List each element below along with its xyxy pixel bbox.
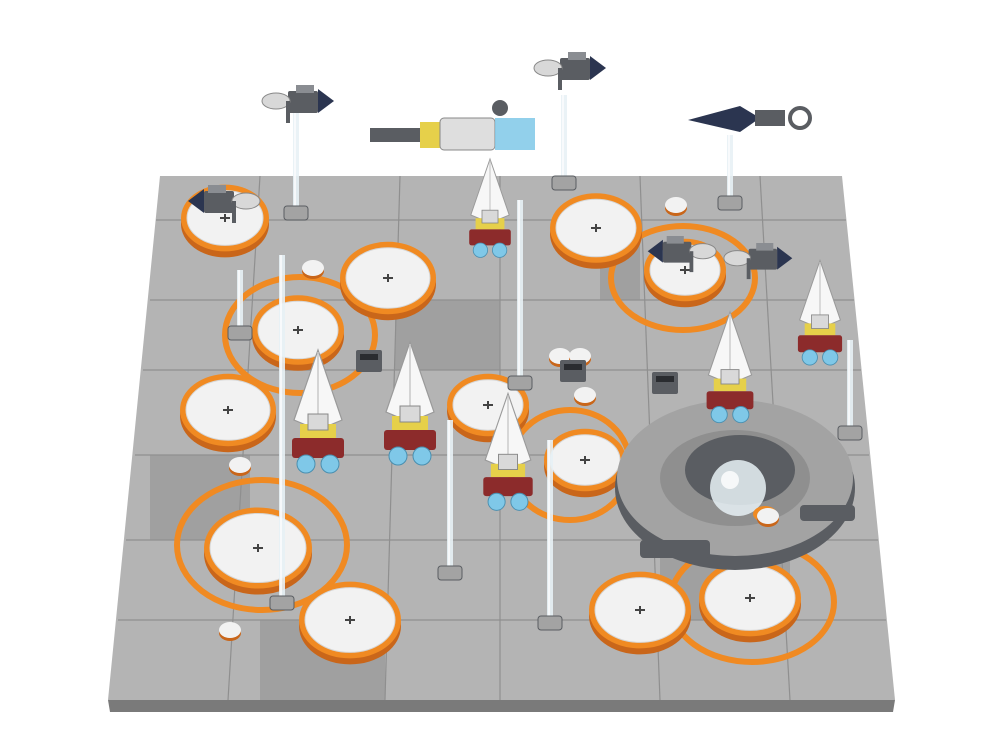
- needle-ship-icon: [688, 106, 812, 132]
- orange-ring-icon: [174, 477, 350, 613]
- turntable-icon: [340, 241, 436, 321]
- starfighter-icon: [384, 340, 436, 466]
- turntable-icon: [589, 571, 691, 655]
- studs: [219, 197, 779, 641]
- cannon-ship-icon: [370, 100, 535, 151]
- starfighter-icon: [469, 157, 511, 258]
- starfighter-icon: [797, 258, 843, 366]
- console-block: [652, 372, 678, 394]
- starfighter-icon: [292, 348, 344, 474]
- transparent-stand-icon: [717, 135, 743, 211]
- interceptor-icon: [261, 85, 334, 123]
- transparent-stands: [227, 95, 863, 631]
- baseplate-front-edge: [108, 700, 895, 712]
- turntable-icon: [180, 373, 276, 453]
- transparent-stand-icon: [437, 420, 463, 581]
- interceptor-icon: [533, 52, 606, 90]
- transparent-stand-icon: [269, 255, 295, 611]
- stud: [574, 387, 596, 406]
- hub-station-icon: [615, 400, 855, 570]
- interceptor-icon: [647, 236, 717, 273]
- orange-ring-icon: [222, 274, 378, 396]
- turntable-icon: [699, 559, 801, 643]
- stud: [229, 457, 251, 476]
- console-block: [560, 360, 586, 382]
- starfighter-icon: [483, 391, 533, 511]
- stud: [757, 508, 779, 527]
- turntable-icon: [550, 193, 642, 269]
- console-block: [356, 350, 382, 372]
- stud: [219, 622, 241, 641]
- stud: [302, 260, 324, 279]
- turntable-icon: [299, 581, 401, 665]
- transparent-stand-icon: [837, 340, 863, 441]
- interceptor-icon: [723, 243, 793, 280]
- orange-ring-icon: [608, 223, 758, 333]
- starfighter-icon: [706, 310, 754, 424]
- transparent-stand-icon: [283, 110, 309, 221]
- stud: [665, 197, 687, 216]
- transparent-stand-icon: [227, 270, 253, 341]
- turntable-icon: [544, 428, 626, 498]
- interceptor-icon: [188, 185, 261, 223]
- hub-dome: [710, 460, 766, 516]
- turntable-icon: [204, 507, 312, 595]
- transparent-stand-icon: [551, 95, 577, 191]
- turntable-icon: [252, 295, 344, 371]
- transparent-stand-icon: [507, 200, 533, 391]
- transparent-stand-icon: [537, 440, 563, 631]
- ships: [188, 52, 843, 511]
